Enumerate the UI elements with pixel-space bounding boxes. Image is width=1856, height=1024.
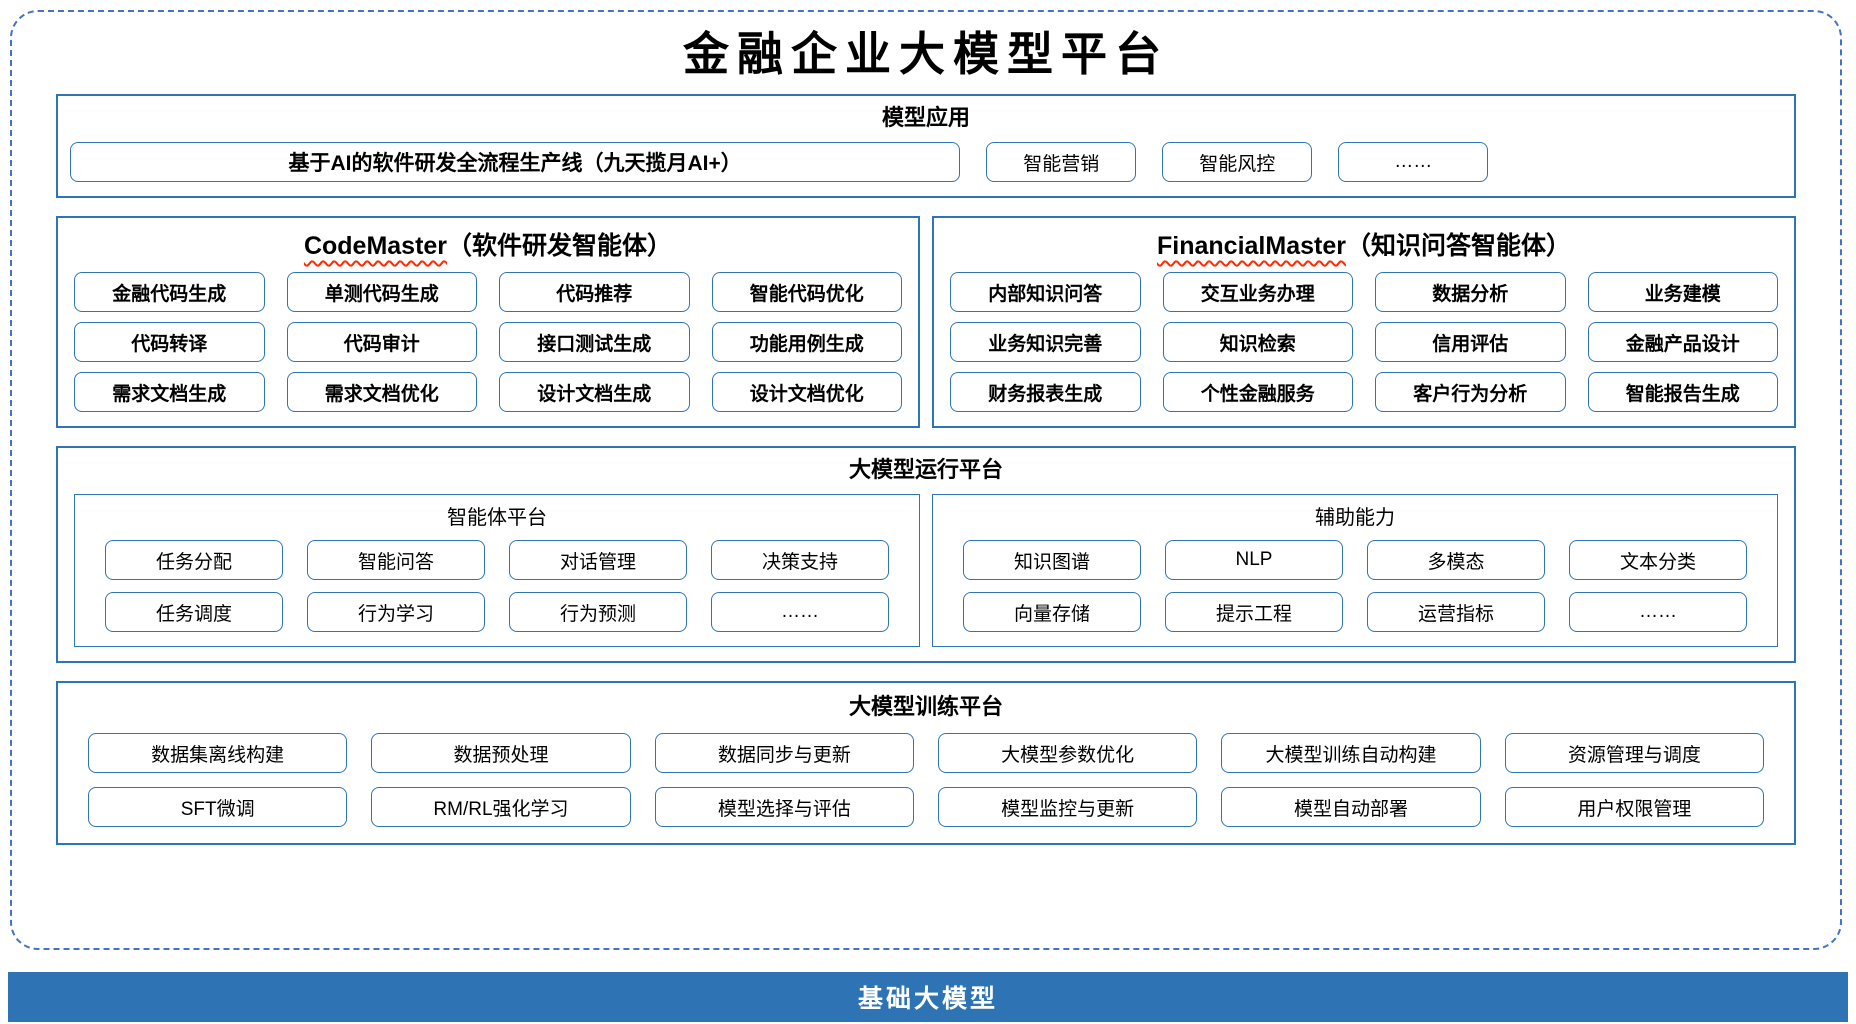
capability-box: 需求文档优化 [286, 372, 477, 412]
app-box: 智能风控 [1162, 142, 1313, 182]
capability-box: 数据分析 [1375, 272, 1566, 312]
capability-box: NLP [1165, 540, 1343, 580]
capability-box-ellipsis: …… [711, 592, 889, 632]
aux-capability-grid: 知识图谱 NLP 多模态 文本分类 向量存储 提示工程 运营指标 …… [963, 540, 1747, 632]
section-runtime-platform: 大模型运行平台 智能体平台 任务分配 智能问答 对话管理 决策支持 任务调度 行… [56, 446, 1796, 663]
capability-box: 行为预测 [509, 592, 687, 632]
capability-box: 财务报表生成 [950, 372, 1141, 412]
section-agents: CodeMaster（软件研发智能体） 金融代码生成 单测代码生成 代码推荐 智… [56, 216, 1796, 428]
capability-box: SFT微调 [88, 787, 348, 827]
financial-master-subtitle: （知识问答智能体） [1345, 232, 1571, 260]
capability-box: 运营指标 [1367, 592, 1545, 632]
code-master-grid: 金融代码生成 单测代码生成 代码推荐 智能代码优化 代码转译 代码审计 接口测试… [74, 272, 902, 412]
capability-box: 设计文档生成 [499, 372, 690, 412]
capability-box: 个性金融服务 [1162, 372, 1353, 412]
capability-box: RM/RL强化学习 [371, 787, 631, 827]
capability-box: 向量存储 [963, 592, 1141, 632]
model-applications-row: 基于AI的软件研发全流程生产线（九天揽月AI+） 智能营销 智能风控 …… [70, 142, 1782, 182]
capability-box: 模型自动部署 [1221, 787, 1481, 827]
capability-box: 用户权限管理 [1504, 787, 1764, 827]
outer-dashed-frame: 金融企业大模型平台 模型应用 基于AI的软件研发全流程生产线（九天揽月AI+） … [10, 10, 1842, 950]
capability-box: 设计文档优化 [711, 372, 902, 412]
capability-box: 数据同步与更新 [654, 733, 914, 773]
code-master-name: CodeMaster [303, 232, 448, 260]
section-training-platform: 大模型训练平台 数据集离线构建 数据预处理 数据同步与更新 大模型参数优化 大模… [56, 681, 1796, 845]
capability-box: 功能用例生成 [711, 322, 902, 362]
page-title: 金融企业大模型平台 [683, 27, 1169, 81]
panel-code-master: CodeMaster（软件研发智能体） 金融代码生成 单测代码生成 代码推荐 智… [56, 216, 920, 428]
capability-box: 任务调度 [105, 592, 283, 632]
agent-platform-grid: 任务分配 智能问答 对话管理 决策支持 任务调度 行为学习 行为预测 …… [105, 540, 889, 632]
capability-box: 代码审计 [286, 322, 477, 362]
aux-capability-title: 辅助能力 [1315, 507, 1395, 529]
capability-box: 代码推荐 [499, 272, 690, 312]
capability-box: 任务分配 [105, 540, 283, 580]
financial-master-title: FinancialMaster（知识问答智能体） [950, 226, 1778, 262]
training-platform-header: 大模型训练平台 [848, 694, 1003, 719]
capability-box: 行为学习 [307, 592, 485, 632]
capability-box: 对话管理 [509, 540, 687, 580]
financial-master-name: FinancialMaster [1157, 232, 1346, 260]
training-grid: 数据集离线构建 数据预处理 数据同步与更新 大模型参数优化 大模型训练自动构建 … [88, 733, 1764, 827]
capability-box: 内部知识问答 [950, 272, 1141, 312]
capability-box: 多模态 [1367, 540, 1545, 580]
section-model-applications: 模型应用 基于AI的软件研发全流程生产线（九天揽月AI+） 智能营销 智能风控 … [56, 94, 1796, 198]
capability-box: 信用评估 [1375, 322, 1566, 362]
runtime-platform-header: 大模型运行平台 [848, 457, 1003, 482]
capability-box: 金融代码生成 [74, 272, 265, 312]
capability-box: 智能问答 [307, 540, 485, 580]
capability-box: 业务知识完善 [950, 322, 1141, 362]
capability-box: 接口测试生成 [499, 322, 690, 362]
capability-box: 文本分类 [1569, 540, 1747, 580]
foundation-model-banner: 基础大模型 [8, 972, 1848, 1022]
panel-aux-capability: 辅助能力 知识图谱 NLP 多模态 文本分类 向量存储 提示工程 运营指标 …… [932, 494, 1778, 647]
financial-master-grid: 内部知识问答 交互业务办理 数据分析 业务建模 业务知识完善 知识检索 信用评估… [950, 272, 1778, 412]
code-master-subtitle: （软件研发智能体） [447, 232, 673, 260]
capability-box: 知识检索 [1162, 322, 1353, 362]
capability-box: 交互业务办理 [1162, 272, 1353, 312]
capability-box: 金融产品设计 [1587, 322, 1778, 362]
capability-box: 客户行为分析 [1375, 372, 1566, 412]
runtime-panels: 智能体平台 任务分配 智能问答 对话管理 决策支持 任务调度 行为学习 行为预测… [74, 494, 1778, 647]
app-box: 智能营销 [986, 142, 1137, 182]
panel-financial-master: FinancialMaster（知识问答智能体） 内部知识问答 交互业务办理 数… [932, 216, 1796, 428]
capability-box: 知识图谱 [963, 540, 1141, 580]
capability-box: 大模型训练自动构建 [1221, 733, 1481, 773]
capability-box: 代码转译 [74, 322, 265, 362]
capability-box: 单测代码生成 [286, 272, 477, 312]
capability-box: 智能代码优化 [711, 272, 902, 312]
code-master-title: CodeMaster（软件研发智能体） [74, 226, 902, 262]
agent-platform-title: 智能体平台 [447, 507, 547, 529]
app-box-ellipsis: …… [1338, 142, 1489, 182]
panel-agent-platform: 智能体平台 任务分配 智能问答 对话管理 决策支持 任务调度 行为学习 行为预测… [74, 494, 920, 647]
capability-box: 业务建模 [1587, 272, 1778, 312]
capability-box: 大模型参数优化 [938, 733, 1198, 773]
ai-pipeline-box: 基于AI的软件研发全流程生产线（九天揽月AI+） [70, 142, 961, 182]
capability-box: 模型选择与评估 [654, 787, 914, 827]
capability-box-ellipsis: …… [1569, 592, 1747, 632]
capability-box: 智能报告生成 [1587, 372, 1778, 412]
capability-box: 数据预处理 [371, 733, 631, 773]
capability-box: 数据集离线构建 [88, 733, 348, 773]
capability-box: 决策支持 [711, 540, 889, 580]
capability-box: 提示工程 [1165, 592, 1343, 632]
capability-box: 模型监控与更新 [938, 787, 1198, 827]
capability-box: 资源管理与调度 [1504, 733, 1764, 773]
capability-box: 需求文档生成 [74, 372, 265, 412]
model-applications-header: 模型应用 [881, 105, 970, 130]
